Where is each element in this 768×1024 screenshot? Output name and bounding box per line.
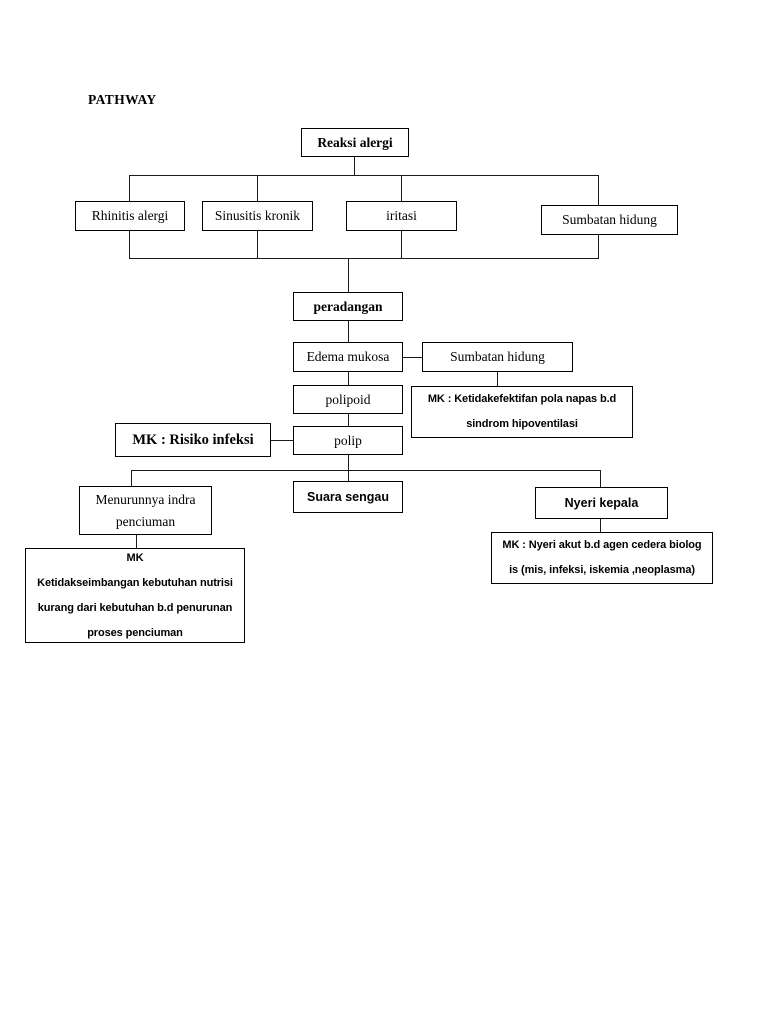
connector-polip-down — [348, 455, 350, 471]
node-label-line-1: Menurunnya indra — [95, 491, 196, 507]
connector-bus-to-rhinitis — [129, 175, 131, 202]
node-label-line-1: MK : Ketidakefektifan pola napas b.d — [427, 393, 617, 405]
connector-sumbatan-mid-to-mk — [497, 372, 499, 386]
node-label-line-2: Ketidakseimbangan kebutuhan nutrisi — [37, 576, 233, 589]
node-mk-nyeri-akut[interactable]: MK : Nyeri akut b.d agen cedera biolog i… — [491, 532, 713, 584]
node-label-line-1: MK : Nyeri akut b.d agen cedera biolog — [502, 539, 702, 551]
node-nyeri-kepala[interactable]: Nyeri kepala — [535, 487, 668, 519]
node-polipoid[interactable]: polipoid — [293, 385, 403, 414]
node-label: MK : Risiko infeksi — [132, 431, 254, 448]
node-edema-mukosa[interactable]: Edema mukosa — [293, 342, 403, 372]
node-reaksi-alergi[interactable]: Reaksi alergi — [301, 128, 409, 157]
connector-bus-to-iritasi — [401, 175, 403, 202]
node-peradangan[interactable]: peradangan — [293, 292, 403, 321]
node-label: Reaksi alergi — [317, 134, 393, 150]
connector-sumbatan-top-down — [598, 235, 600, 259]
node-label: Nyeri kepala — [564, 496, 639, 510]
page-title: PATHWAY — [88, 92, 157, 107]
node-menurunnya-indra-penciuman[interactable]: Menurunnya indra penciuman — [79, 486, 212, 535]
node-label-line-2: penciuman — [115, 513, 176, 529]
connector-bus-to-nyeri-kepala — [600, 470, 602, 487]
node-label: polipoid — [325, 391, 371, 407]
connector-nyeri-to-mk-nyeri-akut — [600, 519, 602, 532]
connector-level3-bus — [131, 470, 601, 472]
node-mk-pola-napas[interactable]: MK : Ketidakefektifan pola napas b.d sin… — [411, 386, 633, 438]
connector-polip-to-mk-risiko — [271, 440, 293, 442]
connector-bus-to-sumbatan-top — [598, 175, 600, 206]
node-label: iritasi — [386, 208, 417, 223]
node-label: Sinusitis kronik — [214, 208, 301, 223]
node-sumbatan-hidung-top[interactable]: Sumbatan hidung — [541, 205, 678, 235]
connector-reaksi-down — [354, 157, 356, 176]
connector-edema-to-sumbatan-mid — [403, 357, 423, 359]
connector-level1-bus — [129, 175, 599, 177]
node-label: Sumbatan hidung — [562, 212, 657, 227]
connector-sinusitis-down — [257, 231, 259, 259]
node-label-line-3: kurang dari kebutuhan b.d penurunan — [37, 601, 233, 614]
node-label: peradangan — [313, 298, 383, 314]
connector-peradangan-to-edema — [348, 320, 350, 343]
node-label-line-4: proses penciuman — [87, 626, 183, 639]
connector-bus-to-sinusitis — [257, 175, 259, 202]
connector-polipoid-to-polip — [348, 413, 350, 427]
node-label-line-1: MK — [126, 551, 144, 564]
node-label: polip — [334, 432, 362, 448]
node-label: Rhinitis alergi — [91, 208, 169, 223]
node-label-line-2: sindrom hipoventilasi — [466, 418, 578, 430]
connector-bus-to-menurunnya — [131, 470, 133, 486]
node-polip[interactable]: polip — [293, 426, 403, 455]
node-label: Edema mukosa — [306, 349, 390, 364]
node-mk-nutrisi[interactable]: MK Ketidakseimbangan kebutuhan nutrisi k… — [25, 548, 245, 643]
node-label-line-2: is (mis, infeksi, iskemia ,neoplasma) — [509, 564, 695, 576]
connector-menurunnya-to-mk-nutrisi — [136, 535, 138, 549]
connector-level2-bus — [129, 258, 599, 260]
node-suara-sengau[interactable]: Suara sengau — [293, 481, 403, 513]
node-sinusitis-kronik[interactable]: Sinusitis kronik — [202, 201, 313, 231]
connector-bus-to-peradangan — [348, 258, 350, 292]
connector-edema-to-polipoid — [348, 372, 350, 386]
node-iritasi[interactable]: iritasi — [346, 201, 457, 231]
node-rhinitis-alergi[interactable]: Rhinitis alergi — [75, 201, 185, 231]
node-label: Sumbatan hidung — [450, 349, 545, 364]
node-mk-risiko-infeksi[interactable]: MK : Risiko infeksi — [115, 423, 271, 457]
connector-bus-to-suara-sengau — [348, 470, 350, 481]
node-sumbatan-hidung-mid[interactable]: Sumbatan hidung — [422, 342, 573, 372]
connector-iritasi-down — [401, 231, 403, 259]
connector-rhinitis-down — [129, 231, 131, 259]
node-label: Suara sengau — [307, 490, 389, 504]
